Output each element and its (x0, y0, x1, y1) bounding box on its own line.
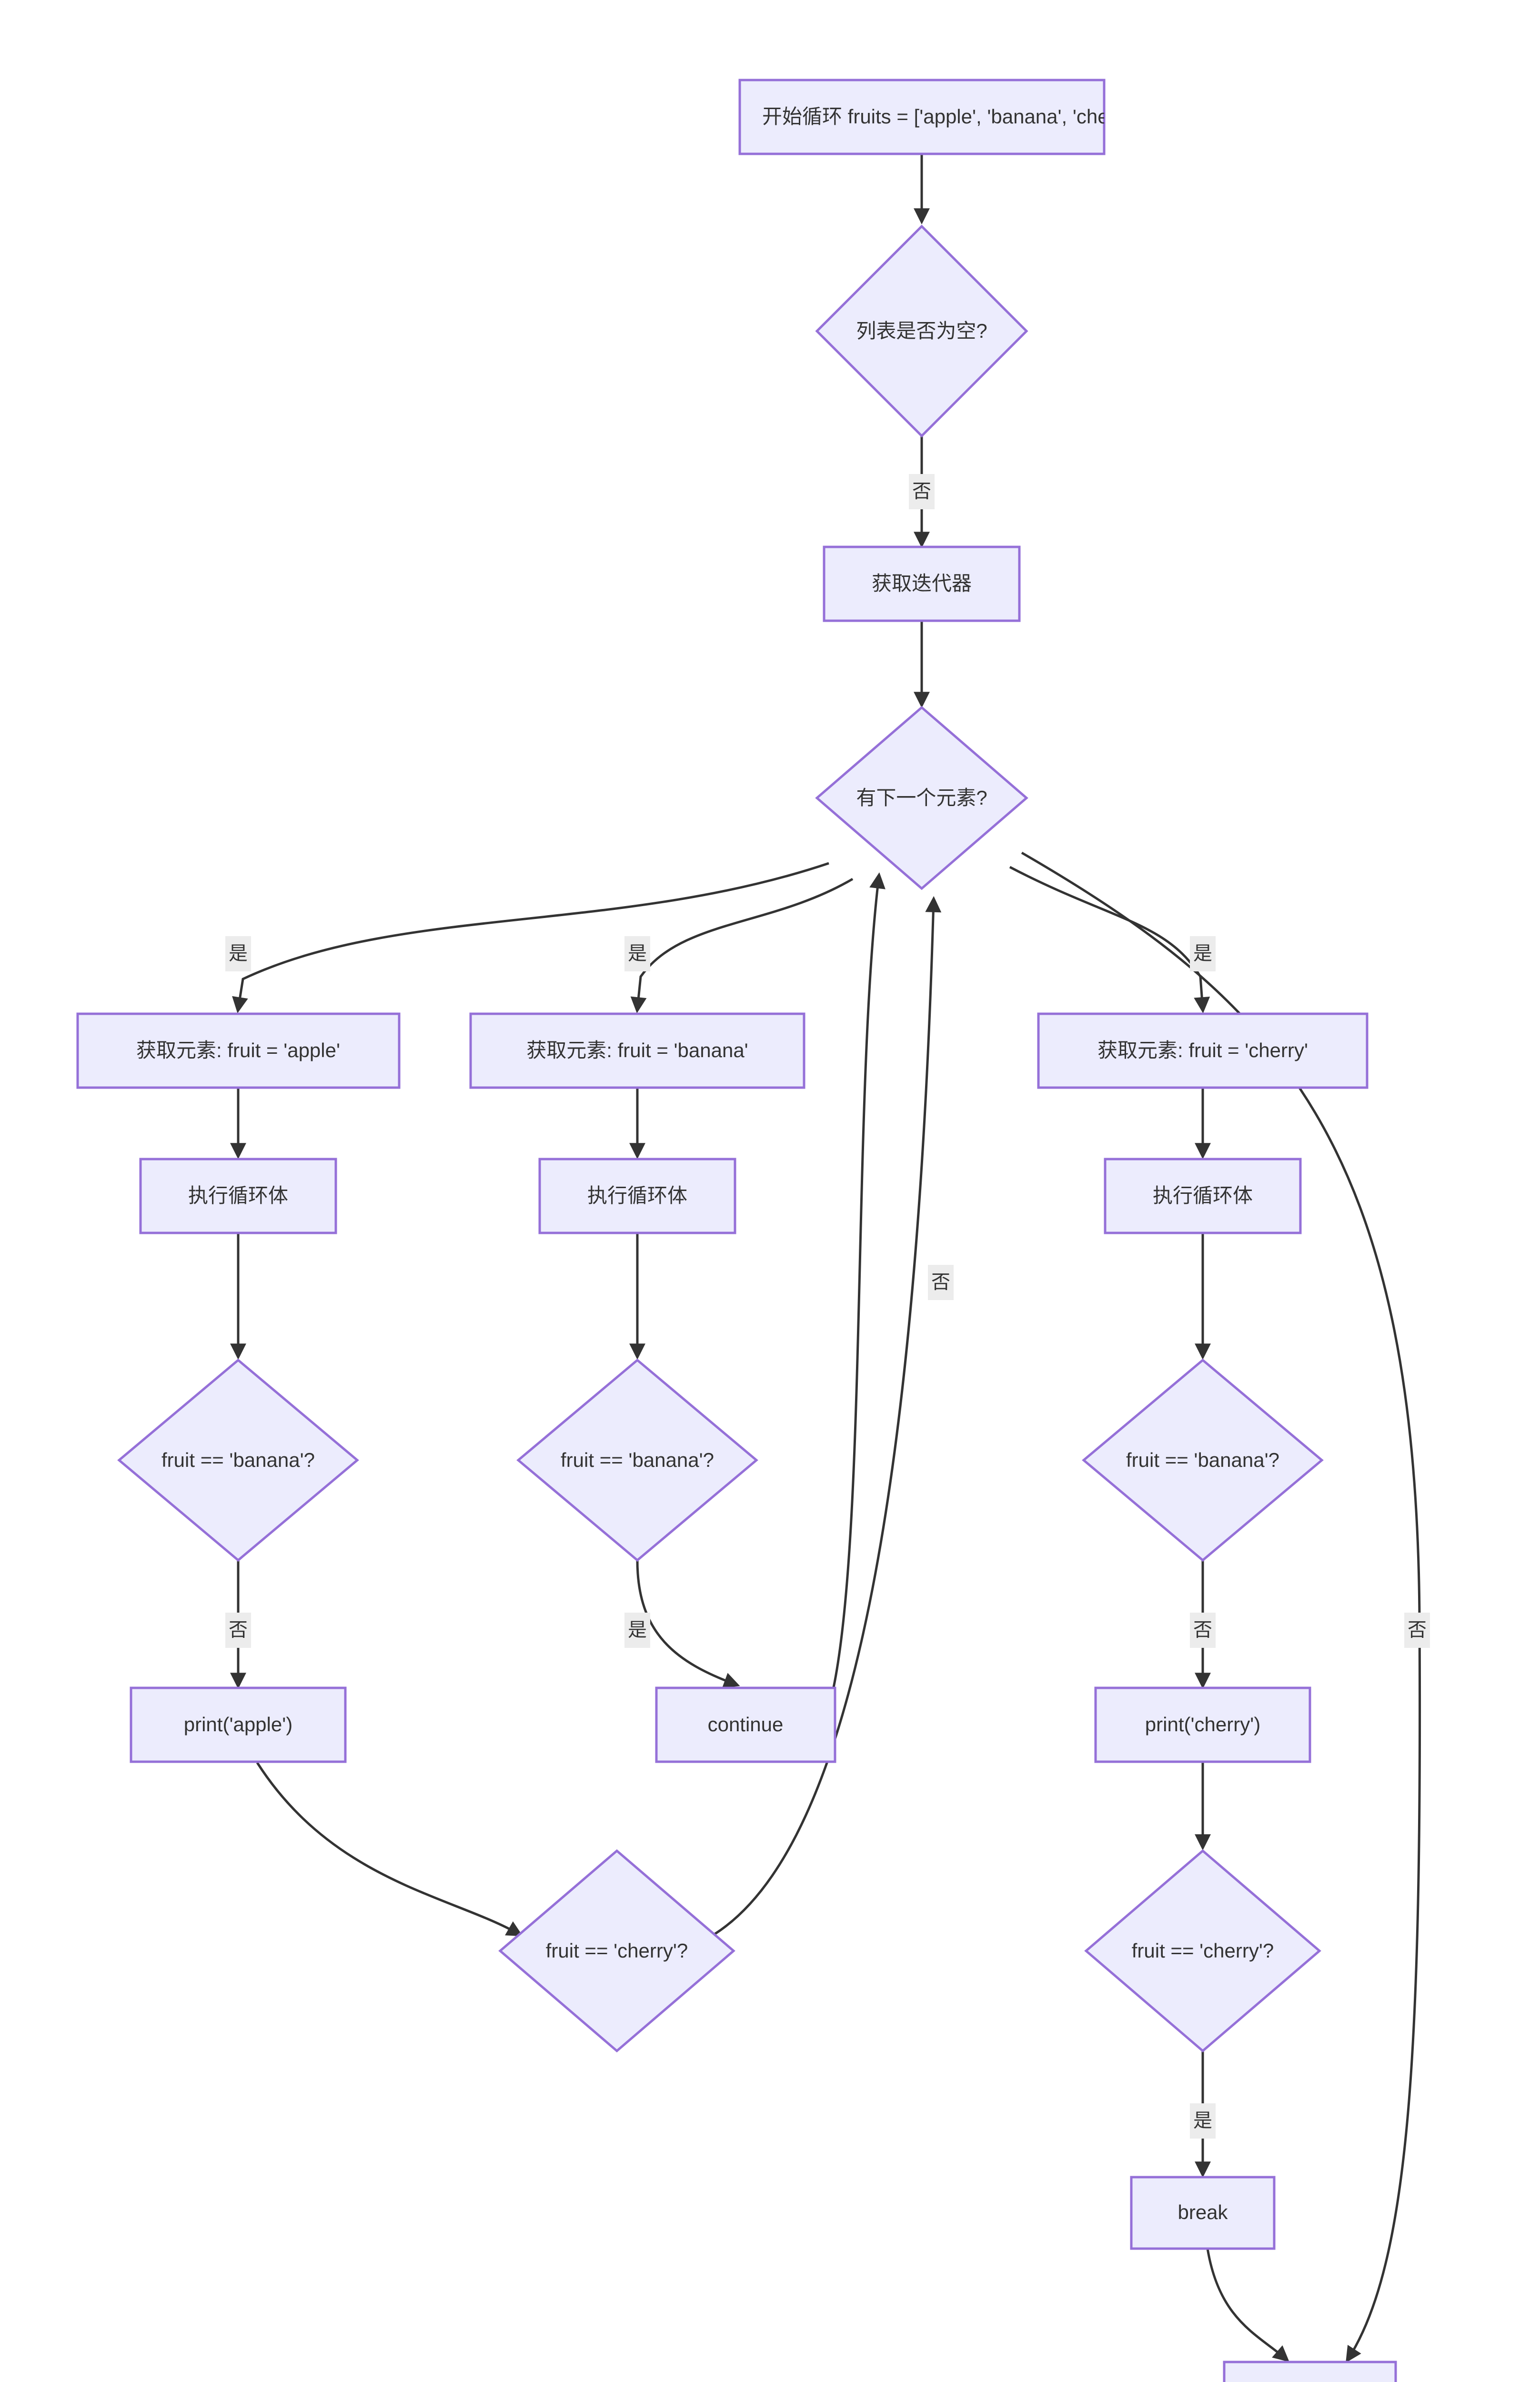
edge-hasnext-to-get-cherry (1009, 866, 1203, 1009)
edge-label-text: 否 (1408, 1620, 1427, 1641)
edge-cond-cherry-mid-to-hasnext (714, 900, 934, 1936)
node-label: fruit == 'cherry'? (1132, 1939, 1274, 1962)
node-label: 获取迭代器 (872, 572, 972, 595)
edge-hasnext-to-get-apple (238, 862, 829, 1009)
node-label: 获取元素: fruit = 'apple' (136, 1039, 340, 1061)
node-layer: 开始循环 fruits = ['apple', 'banana', 'cherr… (76, 79, 1397, 2382)
node-label: 获取元素: fruit = 'banana' (526, 1039, 748, 1061)
node-label: 开始循环 fruits = ['apple', 'banana', 'cherr… (762, 105, 1141, 128)
node-cond-is-banana-apple-branch[interactable]: fruit == 'banana'? (117, 1358, 359, 1562)
edge-label-text: 是 (628, 943, 647, 964)
node-get-element-banana[interactable]: 获取元素: fruit = 'banana' (469, 1012, 805, 1089)
edge-label-hasnext-no-end: 否 (1404, 1613, 1430, 1648)
node-label: 列表是否为空? (856, 320, 987, 342)
node-label: print('apple') (184, 1713, 292, 1736)
node-get-element-apple[interactable]: 获取元素: fruit = 'apple' (76, 1012, 401, 1089)
node-label: continue (708, 1713, 784, 1736)
edge-hasnext-to-get-banana (637, 878, 854, 1009)
edge-label-text: 是 (1193, 2110, 1212, 2131)
node-cond-is-cherry-middle[interactable]: fruit == 'cherry'? (498, 1849, 735, 2053)
node-print-apple[interactable]: print('apple') (130, 1686, 347, 1763)
node-break[interactable]: break (1130, 2176, 1276, 2250)
edge-label-hasnext-yes-apple: 是 (225, 936, 251, 971)
node-continue[interactable]: continue (655, 1686, 836, 1763)
node-execute-body-cherry[interactable]: 执行循环体 (1104, 1158, 1302, 1234)
edge-label-text: 是 (229, 943, 248, 964)
node-label: 执行循环体 (1153, 1184, 1253, 1207)
edge-label-text: 否 (229, 1620, 248, 1641)
edge-label-hasnext-yes-cherry: 是 (1190, 936, 1216, 971)
node-cond-is-banana-banana-branch[interactable]: fruit == 'banana'? (516, 1358, 758, 1562)
node-label: 执行循环体 (188, 1184, 288, 1207)
node-label: fruit == 'banana'? (1126, 1449, 1279, 1471)
node-end-loop[interactable]: 结束循环 (1223, 2361, 1397, 2382)
node-label: print('cherry') (1145, 1713, 1260, 1736)
edge-label-text: 否 (912, 481, 931, 502)
edge-label-cond-cherry-right-yes: 是 (1190, 2103, 1216, 2139)
node-start-loop[interactable]: 开始循环 fruits = ['apple', 'banana', 'cherr… (738, 79, 1141, 155)
edge-label-empty-no: 否 (909, 474, 935, 509)
node-is-list-empty[interactable]: 列表是否为空? (815, 224, 1028, 438)
node-label: 获取元素: fruit = 'cherry' (1097, 1039, 1308, 1061)
edge-label-layer: 否 是 是 是 否 否 是 (225, 474, 1430, 2139)
edge-label-text: 否 (1193, 1620, 1212, 1641)
node-get-element-cherry[interactable]: 获取元素: fruit = 'cherry' (1037, 1012, 1369, 1089)
node-has-next-element[interactable]: 有下一个元素? (815, 706, 1028, 890)
edge-label-cond-banana-cherry-no: 否 (1190, 1613, 1216, 1648)
edge-label-text: 是 (1193, 943, 1212, 964)
edge-label-cond-cherry-mid-no: 否 (928, 1265, 954, 1300)
node-label: break (1178, 2201, 1228, 2223)
edge-label-cond-banana-banana-yes: 是 (624, 1613, 650, 1648)
node-label: fruit == 'banana'? (161, 1449, 315, 1471)
edge-print-apple-to-cond-cherry-mid (256, 1762, 519, 1934)
edge-break-to-end (1206, 2248, 1286, 2359)
edge-layer (238, 154, 1421, 2359)
node-cond-is-cherry-right[interactable]: fruit == 'cherry'? (1084, 1849, 1321, 2053)
node-label: fruit == 'cherry'? (546, 1939, 688, 1962)
edge-label-text: 否 (931, 1272, 950, 1293)
edge-label-text: 是 (628, 1620, 647, 1641)
node-label: 有下一个元素? (856, 787, 987, 809)
edge-cond-banana-banana-to-continue (636, 1560, 736, 1685)
node-print-cherry[interactable]: print('cherry') (1094, 1686, 1311, 1763)
node-label: fruit == 'banana'? (561, 1449, 714, 1471)
edge-hasnext-to-end (1021, 851, 1421, 2359)
node-execute-body-apple[interactable]: 执行循环体 (139, 1158, 337, 1234)
edge-continue-to-hasnext (832, 877, 879, 1688)
node-execute-body-banana[interactable]: 执行循环体 (538, 1158, 736, 1234)
node-cond-is-banana-cherry-branch[interactable]: fruit == 'banana'? (1082, 1358, 1324, 1562)
node-get-iterator[interactable]: 获取迭代器 (823, 545, 1021, 622)
node-label: 执行循环体 (587, 1184, 687, 1207)
edge-label-cond-banana-apple-no: 否 (225, 1613, 251, 1648)
edge-label-hasnext-yes-banana: 是 (624, 936, 650, 971)
